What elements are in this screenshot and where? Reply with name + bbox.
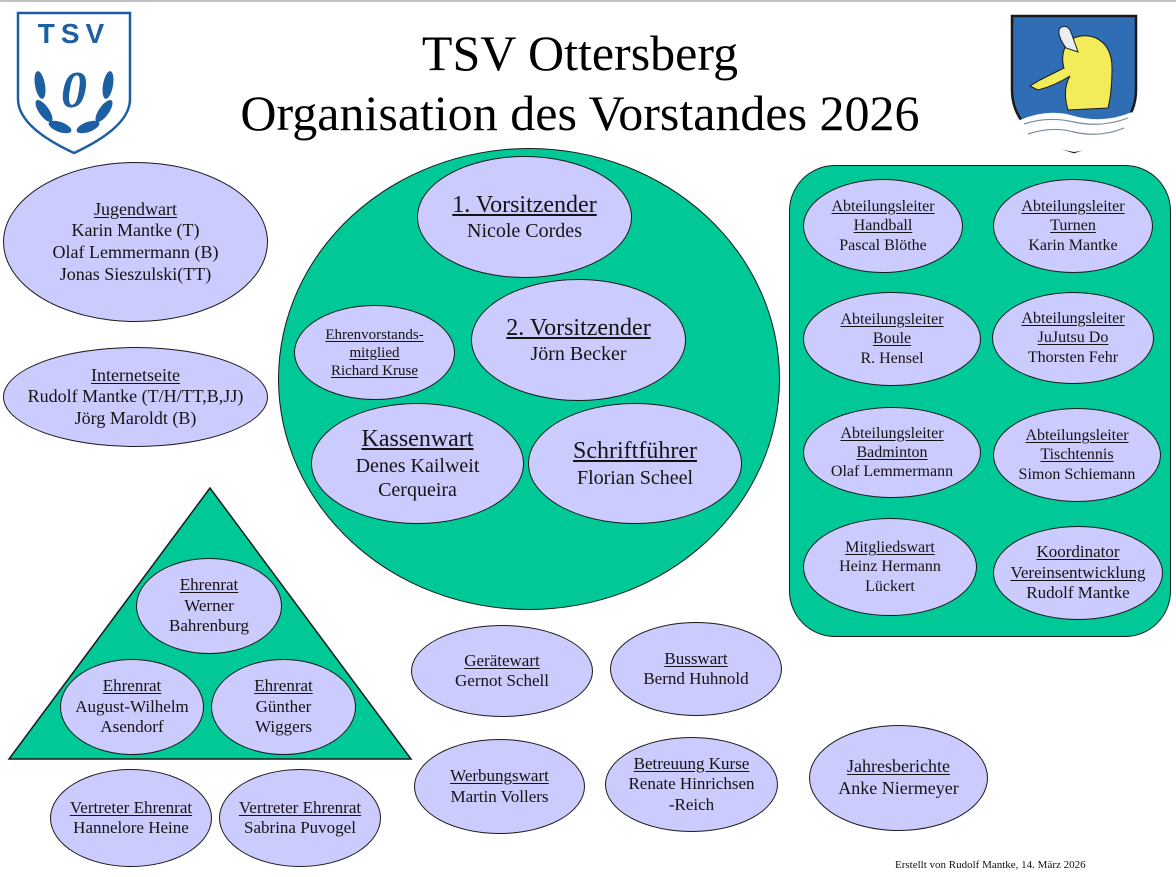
geraetewart-node[interactable]: Gerätewart Gernot Schell [411, 625, 593, 717]
role-label: Gerätewart [464, 650, 540, 670]
role-label: Ehrenrat [102, 676, 162, 696]
role-label: Abteilungsleiter [1025, 427, 1129, 445]
role-label: Jahresberichte [847, 756, 950, 777]
person-name: Gernot Schell [455, 671, 549, 690]
role-label: Ehrenvorstands- [325, 326, 424, 343]
person-name: Wiggers [255, 717, 312, 737]
abteilungsleiter-badminton-node[interactable]: Abteilungsleiter Badminton Olaf Lemmerma… [803, 407, 981, 498]
role-label: Abteilungsleiter [840, 424, 944, 442]
person-name: Anke Niermeyer [838, 778, 959, 798]
person-name: Olaf Lemmermann [830, 463, 954, 481]
person-name: Pascal Blöthe [839, 236, 927, 254]
person-name: Jonas Sieszulski(TT) [59, 263, 212, 284]
role-label: Abteilungsleiter [1021, 310, 1125, 328]
person-name: Jörg Maroldt (B) [74, 407, 197, 428]
werbungswart-node[interactable]: Werbungswart Martin Vollers [414, 739, 585, 834]
department-label: Badminton [856, 443, 928, 461]
person-name: August-Wilhelm [75, 696, 189, 716]
abteilungsleiter-jujutsu-node[interactable]: Abteilungsleiter JuJutsu Do Thorsten Feh… [992, 292, 1154, 384]
role-label: Abteilungsleiter [831, 198, 935, 216]
person-name: R. Hensel [860, 349, 924, 367]
svg-text:0: 0 [61, 62, 87, 119]
person-name: Olaf Lemmermann (B) [52, 242, 219, 262]
role-label: Internetseite [91, 364, 180, 385]
role-label: 1. Vorsitzender [452, 191, 597, 218]
role-label: Vertreter Ehrenrat [238, 797, 362, 817]
person-name: Günther [255, 696, 312, 716]
department-label: Tischtennis [1040, 446, 1114, 464]
abteilungsleiter-handball-node[interactable]: Abteilungsleiter Handball Pascal Blöthe [803, 179, 963, 273]
role-label: Jugendwart [94, 198, 177, 219]
role-label: Ehrenrat [179, 575, 239, 595]
person-name: Jörn Becker [530, 343, 627, 366]
person-name: Asendorf [100, 717, 164, 737]
person-name: Florian Scheel [576, 466, 694, 489]
role-label: Koordinator [1036, 542, 1120, 562]
abteilungsleiter-boule-node[interactable]: Abteilungsleiter Boule R. Hensel [803, 292, 981, 386]
vorsitzender-1-node[interactable]: 1. Vorsitzender Nicole Cordes [417, 156, 632, 278]
ehrenrat-node[interactable]: Ehrenrat Günther Wiggers [211, 659, 356, 755]
kassenwart-node[interactable]: Kassenwart Denes Kailweit Cerqueira [311, 403, 524, 524]
role-label: Vertreter Ehrenrat [69, 797, 193, 817]
ehrenvorstandsmitglied-node[interactable]: Ehrenvorstands- mitglied Richard Kruse [294, 305, 455, 400]
koordinator-vereinsentwicklung-node[interactable]: Koordinator Vereinsentwicklung Rudolf Ma… [993, 526, 1163, 620]
department-label: JuJutsu Do [1037, 329, 1109, 347]
vertreter-ehrenrat-node[interactable]: Vertreter Ehrenrat Hannelore Heine [50, 769, 212, 867]
person-name: Bahrenburg [169, 616, 249, 636]
person-name: Karin Mantke (T) [71, 220, 200, 241]
ehrenrat-node[interactable]: Ehrenrat August-Wilhelm Asendorf [60, 659, 204, 755]
role-label: Kassenwart [361, 426, 474, 453]
person-name: -Reich [668, 794, 715, 814]
person-name: Simon Schiemann [1018, 465, 1136, 483]
role-label: Abteilungsleiter [840, 311, 944, 329]
svg-text:TSV: TSV [38, 18, 110, 49]
role-label: Schriftführer [573, 438, 697, 465]
department-label: Turnen [1050, 217, 1096, 235]
person-name: Karin Mantke [1028, 236, 1118, 254]
betreuung-kurse-node[interactable]: Betreuung Kurse Renate Hinrichsen -Reich [605, 737, 778, 832]
person-name: Heinz Hermann [839, 558, 941, 576]
person-name: Renate Hinrichsen [628, 774, 755, 794]
page-subtitle: Organisation des Vorstandes 2026 [240, 85, 920, 141]
jugendwart-node[interactable]: Jugendwart Karin Mantke (T) Olaf Lemmerm… [3, 162, 268, 322]
busswart-node[interactable]: Busswart Bernd Huhnold [610, 622, 782, 716]
abteilungsleiter-turnen-node[interactable]: Abteilungsleiter Turnen Karin Mantke [993, 179, 1153, 273]
department-label: Boule [872, 330, 912, 348]
vorsitzender-2-node[interactable]: 2. Vorsitzender Jörn Becker [471, 279, 686, 401]
person-name: Nicole Cordes [467, 220, 582, 243]
role-label: Abteilungsleiter [1021, 198, 1125, 216]
person-name: Lückert [865, 577, 915, 595]
footer-credit: Erstellt von Rudolf Mantke, 14. März 202… [895, 859, 1086, 871]
person-name: Rudolf Mantke (T/H/TT,B,JJ) [27, 386, 244, 407]
schriftfuehrer-node[interactable]: Schriftführer Florian Scheel [528, 403, 742, 524]
tsv-shield-logo-icon: TSV 0 [16, 11, 132, 155]
role-label: mitglied [349, 344, 400, 361]
role-label: 2. Vorsitzender [506, 314, 651, 341]
internetseite-node[interactable]: Internetseite Rudolf Mantke (T/H/TT,B,JJ… [3, 347, 268, 447]
person-name: Thorsten Fehr [1027, 348, 1119, 366]
mitgliedswart-node[interactable]: Mitgliedswart Heinz Hermann Lückert [803, 518, 977, 616]
ehrenrat-node[interactable]: Ehrenrat Werner Bahrenburg [136, 558, 282, 654]
jahresberichte-node[interactable]: Jahresberichte Anke Niermeyer [809, 725, 988, 831]
role-label: Betreuung Kurse [633, 753, 750, 773]
department-label: Handball [853, 217, 913, 235]
person-name: Martin Vollers [450, 786, 549, 806]
person-name: Werner [184, 595, 234, 615]
vertreter-ehrenrat-node[interactable]: Vertreter Ehrenrat Sabrina Puvogel [219, 769, 381, 867]
role-label: Ehrenrat [254, 676, 313, 696]
ottersberg-coat-of-arms-icon [1010, 14, 1138, 154]
abteilungsleiter-tischtennis-node[interactable]: Abteilungsleiter Tischtennis Simon Schie… [993, 408, 1161, 502]
role-label: Werbungswart [450, 766, 549, 786]
person-name: Richard Kruse [330, 362, 419, 379]
person-name: Rudolf Mantke [1026, 583, 1130, 603]
role-label: Busswart [664, 648, 728, 668]
role-label: Mitgliedswart [845, 539, 935, 557]
page-title: TSV Ottersberg [421, 25, 739, 81]
person-name: Sabrina Puvogel [244, 818, 356, 837]
person-name: Denes Kailweit [355, 454, 480, 477]
role-label: Vereinsentwicklung [1010, 562, 1146, 582]
person-name: Hannelore Heine [73, 818, 189, 837]
person-name: Cerqueira [378, 478, 457, 501]
person-name: Bernd Huhnold [643, 669, 749, 688]
